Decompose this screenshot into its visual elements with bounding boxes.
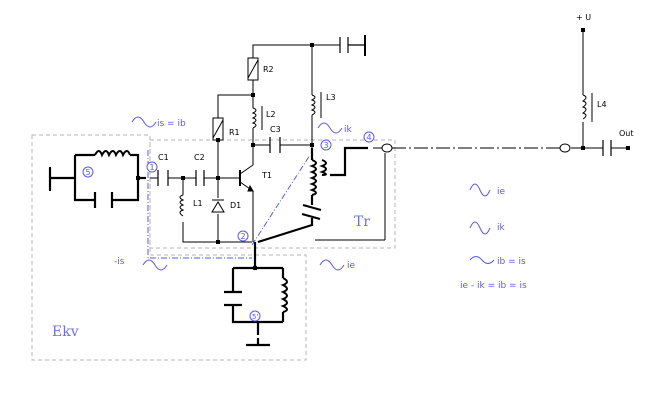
capacitors-thin: [157, 35, 612, 186]
label-tr: Tr: [354, 214, 370, 230]
inductor-l4: [581, 93, 593, 122]
sine-glyphs: [131, 116, 495, 271]
label-c1: C1: [158, 153, 169, 162]
label-l1: L1: [193, 199, 203, 208]
label-ekv: Ekv: [52, 324, 79, 340]
label-out: Out: [619, 129, 634, 138]
node-markers: [82, 131, 375, 322]
label-c3: C3: [270, 125, 281, 134]
junctions: [136, 28, 630, 270]
legend-ie: ie: [497, 187, 506, 197]
node-3-label: 3: [324, 141, 329, 150]
ekv-region: [31, 134, 307, 361]
capacitors-thick: [93, 192, 322, 307]
label-t1: T1: [261, 171, 272, 180]
label-r1: R1: [229, 128, 240, 137]
label-plus-u: + U: [576, 13, 591, 22]
label-l2: L2: [266, 110, 276, 119]
inductor-l3: [310, 92, 322, 118]
current-minus-is: -is: [114, 257, 125, 267]
node-1-label: 1: [150, 163, 155, 172]
tank-inductor-bottom: [280, 277, 288, 313]
label-l3: L3: [326, 93, 336, 102]
transformer-winding: [309, 159, 327, 196]
resistor-r1: [212, 117, 224, 141]
inductor-l1: [179, 194, 185, 217]
tr-region: [149, 139, 396, 249]
transistor-t1: [239, 164, 254, 242]
current-path: [147, 150, 311, 259]
current-is-eq-ib: is = ib: [157, 119, 186, 129]
label-l4: L4: [597, 100, 607, 109]
current-ik: ik: [344, 125, 353, 135]
node-5b-label: 5': [252, 313, 258, 321]
node-5-label: 5: [86, 168, 91, 177]
label-c2: C2: [194, 153, 205, 162]
tank-inductor-left: [94, 150, 131, 158]
diode-d1: [211, 199, 225, 213]
current-ie: ie: [347, 261, 356, 271]
legend-ib-is: ib = is: [497, 257, 526, 267]
region-boxes: [31, 134, 396, 361]
legend-equation: ie - ik = ib = is: [460, 281, 527, 291]
coax-connectors: [381, 143, 571, 153]
label-d1: D1: [230, 201, 241, 210]
label-r2: R2: [263, 65, 274, 74]
legend-ik: ik: [497, 223, 506, 233]
node-4-label: 4: [367, 133, 372, 142]
node-2-label: 2: [241, 232, 246, 241]
resistor-r2: [247, 57, 259, 81]
inductor-l2: [251, 106, 263, 130]
